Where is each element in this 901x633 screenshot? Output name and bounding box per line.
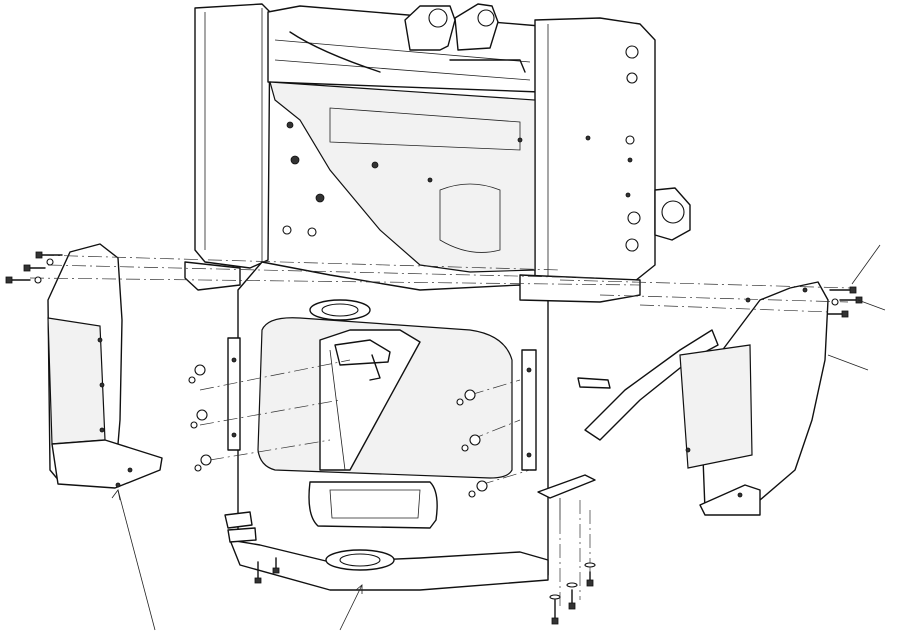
left-side-plate: [227, 337, 241, 451]
washer: [566, 582, 578, 588]
mounting-bolt: [272, 557, 280, 574]
assembly-center-lines: [29, 254, 851, 610]
hardware-center-left: [188, 364, 212, 472]
leader-lines: [111, 244, 886, 631]
right-side-plate: [521, 349, 537, 471]
nut: [200, 454, 212, 466]
washer: [46, 258, 54, 266]
lower-slot: [308, 481, 438, 529]
mounting-bolt: [829, 286, 857, 294]
mounting-bolt: [254, 561, 262, 584]
nut: [476, 480, 488, 492]
nut: [196, 409, 208, 421]
right-flange: [519, 274, 641, 303]
hitch-tab: [334, 339, 391, 366]
washer: [194, 464, 202, 472]
mounting-bolt: [586, 571, 594, 587]
right-fender: [679, 281, 829, 516]
washer: [549, 594, 561, 600]
hardware-bottom: [254, 557, 596, 625]
mounting-bolt: [827, 310, 849, 318]
washer: [190, 421, 198, 429]
mounting-bolt: [5, 276, 31, 284]
nut: [464, 389, 476, 401]
hardware-center-right: [456, 389, 488, 498]
washer: [456, 398, 464, 406]
left-tower: [194, 3, 271, 269]
nut: [194, 364, 206, 376]
washer: [468, 490, 476, 498]
mounting-bolt: [35, 251, 63, 259]
washer: [188, 376, 196, 384]
top-cross-beam: [267, 5, 541, 93]
washer: [34, 276, 42, 284]
lower-right-bracket: [537, 474, 596, 499]
mounting-bolt: [568, 589, 576, 610]
main-frame: [184, 3, 719, 591]
washer: [461, 444, 469, 452]
lug-hole-right: [477, 9, 495, 27]
lifting-lug-right: [454, 3, 499, 51]
left-fender: [47, 243, 163, 489]
lifting-lug-left: [404, 5, 456, 51]
washer: [831, 298, 839, 306]
hardware-left: [5, 251, 63, 284]
rear-web: [269, 81, 536, 273]
mounting-bolt: [23, 264, 46, 272]
washer: [584, 562, 596, 568]
right-bracket: [577, 377, 611, 389]
lug-hole-left: [428, 8, 448, 28]
nut: [469, 434, 481, 446]
mounting-bolt: [551, 599, 559, 625]
